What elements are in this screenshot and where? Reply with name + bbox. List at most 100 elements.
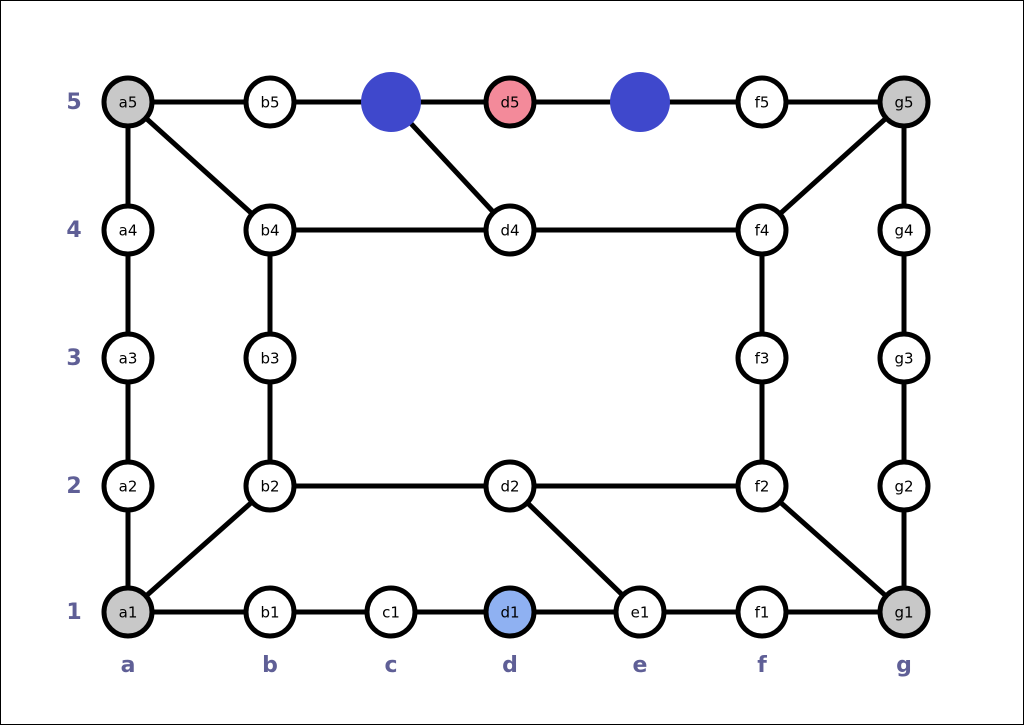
node-d5[interactable]: d5: [483, 75, 537, 129]
node-label: g5: [894, 94, 913, 112]
token-piece[interactable]: [610, 72, 670, 132]
edge-g5-f4: [760, 100, 906, 232]
node-a1[interactable]: a1: [101, 585, 155, 639]
node-g2[interactable]: g2: [877, 459, 931, 513]
row-label-3: 3: [66, 346, 81, 371]
node-c5[interactable]: [361, 72, 421, 132]
column-label-c: c: [384, 653, 397, 678]
node-label: a2: [119, 478, 138, 496]
node-g5[interactable]: g5: [877, 75, 931, 129]
node-circle[interactable]: [735, 75, 789, 129]
node-f3[interactable]: f3: [735, 331, 789, 385]
node-g1[interactable]: g1: [877, 585, 931, 639]
node-circle-corner[interactable]: [877, 585, 931, 639]
node-circle-corner[interactable]: [877, 75, 931, 129]
node-circle[interactable]: [101, 203, 155, 257]
node-label: g1: [894, 604, 913, 622]
node-circle[interactable]: [483, 203, 537, 257]
column-label-a: a: [121, 653, 136, 678]
node-circle[interactable]: [877, 331, 931, 385]
node-circle[interactable]: [243, 459, 297, 513]
node-e1[interactable]: e1: [613, 585, 667, 639]
column-label-e: e: [633, 653, 648, 678]
node-f4[interactable]: f4: [735, 203, 789, 257]
node-circle[interactable]: [877, 203, 931, 257]
row-label-2: 2: [66, 474, 81, 499]
node-label: a1: [119, 604, 138, 622]
node-label: a4: [119, 222, 138, 240]
node-label: d4: [500, 222, 519, 240]
node-circle-token_light_blue[interactable]: [483, 585, 537, 639]
node-circle[interactable]: [243, 585, 297, 639]
row-label-1: 1: [66, 600, 81, 625]
edge-d2-e1: [508, 484, 642, 614]
node-label: b3: [260, 350, 279, 368]
node-a2[interactable]: a2: [101, 459, 155, 513]
column-label-g: g: [896, 653, 912, 678]
node-label: f3: [755, 350, 770, 368]
node-label: d2: [500, 478, 519, 496]
node-circle[interactable]: [101, 331, 155, 385]
node-circle-corner[interactable]: [101, 75, 155, 129]
row-label-5: 5: [66, 90, 81, 115]
node-label: f4: [755, 222, 770, 240]
node-b2[interactable]: b2: [243, 459, 297, 513]
node-label: b5: [260, 94, 279, 112]
node-circle-corner[interactable]: [101, 585, 155, 639]
row-label-4: 4: [66, 218, 81, 243]
node-g3[interactable]: g3: [877, 331, 931, 385]
node-f2[interactable]: f2: [735, 459, 789, 513]
node-circle[interactable]: [243, 203, 297, 257]
node-f1[interactable]: f1: [735, 585, 789, 639]
node-label: f5: [755, 94, 770, 112]
node-label: b4: [260, 222, 279, 240]
node-circle[interactable]: [735, 331, 789, 385]
node-circle[interactable]: [735, 203, 789, 257]
column-label-d: d: [502, 653, 518, 678]
node-circle[interactable]: [101, 459, 155, 513]
axis-labels-layer: 1 2 3 4 5 a b c d e f g: [66, 90, 912, 678]
node-circle[interactable]: [613, 585, 667, 639]
node-a4[interactable]: a4: [101, 203, 155, 257]
node-b3[interactable]: b3: [243, 331, 297, 385]
column-label-b: b: [262, 653, 278, 678]
node-label: g4: [894, 222, 913, 240]
node-circle[interactable]: [364, 585, 418, 639]
node-circle[interactable]: [877, 459, 931, 513]
node-a3[interactable]: a3: [101, 331, 155, 385]
token-piece[interactable]: [361, 72, 421, 132]
node-label: c1: [382, 604, 400, 622]
column-label-f: f: [757, 653, 767, 678]
edge-a5-b4: [126, 100, 272, 232]
node-e5[interactable]: [610, 72, 670, 132]
node-label: g2: [894, 478, 913, 496]
edge-a1-b2: [126, 484, 272, 614]
node-label: f1: [755, 604, 770, 622]
node-label: d1: [500, 604, 519, 622]
node-d1[interactable]: d1: [483, 585, 537, 639]
node-label: a3: [119, 350, 138, 368]
node-b1[interactable]: b1: [243, 585, 297, 639]
nodes-layer: a5 b5 d5 f5 g5 a4 b4 d4 f4 g4 a3 b3 f3 g3 a2 b2 d2 f2 g2 a1…: [101, 72, 931, 639]
node-label: b2: [260, 478, 279, 496]
node-d4[interactable]: d4: [483, 203, 537, 257]
node-circle[interactable]: [735, 585, 789, 639]
node-circle[interactable]: [243, 331, 297, 385]
node-label: a5: [119, 94, 138, 112]
node-f5[interactable]: f5: [735, 75, 789, 129]
node-b4[interactable]: b4: [243, 203, 297, 257]
node-circle-token_pink[interactable]: [483, 75, 537, 129]
node-label: d5: [500, 94, 519, 112]
node-d2[interactable]: d2: [483, 459, 537, 513]
node-a5[interactable]: a5: [101, 75, 155, 129]
node-b5[interactable]: b5: [243, 75, 297, 129]
node-circle[interactable]: [243, 75, 297, 129]
node-label: f2: [755, 478, 770, 496]
node-circle[interactable]: [483, 459, 537, 513]
node-label: e1: [631, 604, 650, 622]
node-g4[interactable]: g4: [877, 203, 931, 257]
node-circle[interactable]: [735, 459, 789, 513]
node-c1[interactable]: c1: [364, 585, 418, 639]
